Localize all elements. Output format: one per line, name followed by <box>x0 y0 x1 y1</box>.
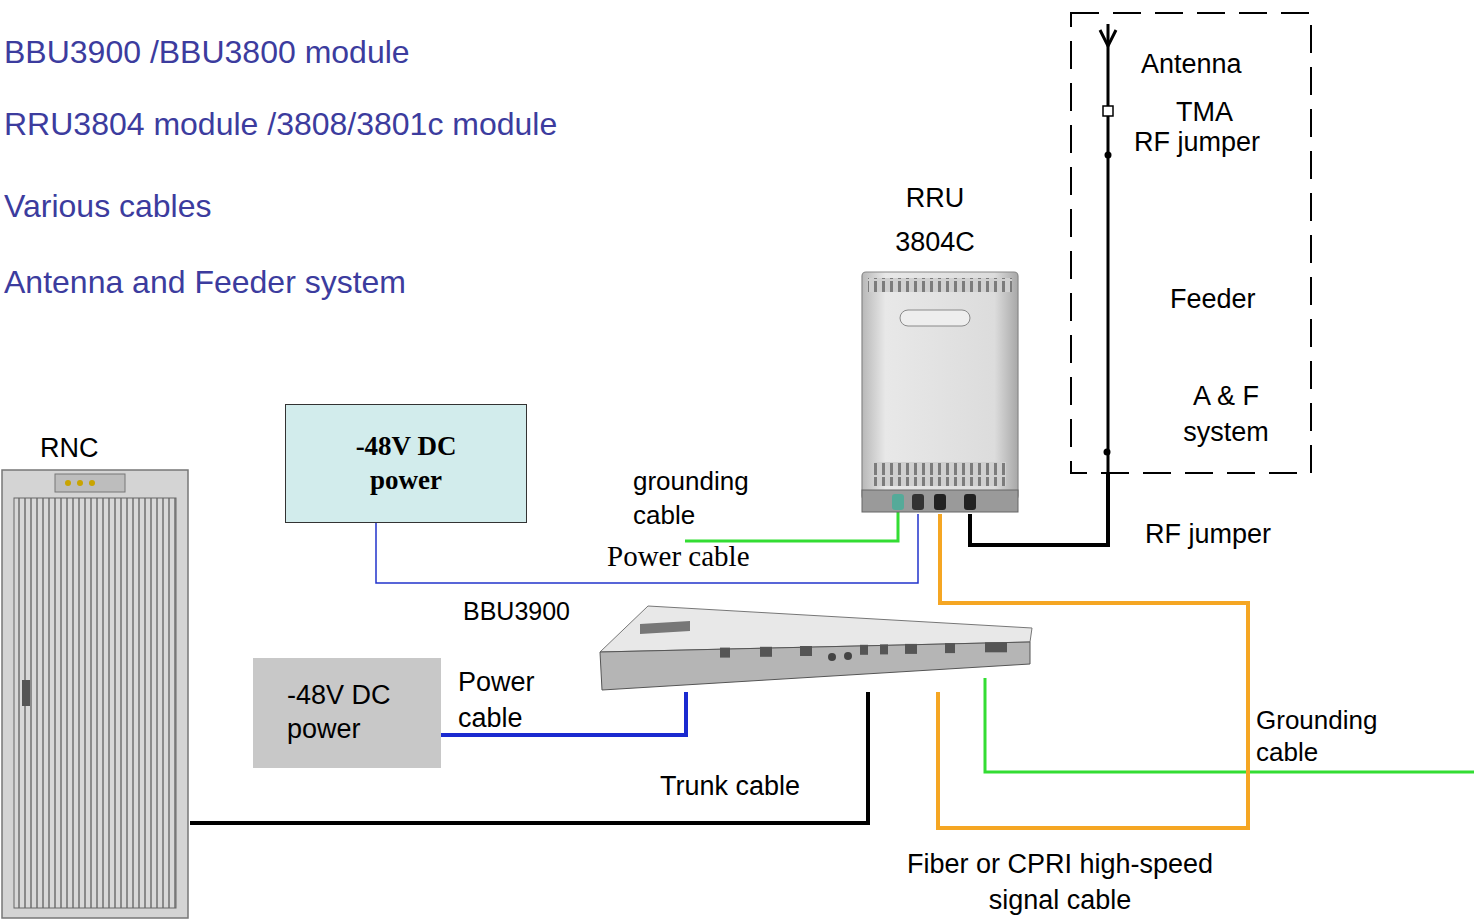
node-label: -48V DC power <box>287 679 407 747</box>
rru-vent <box>868 278 1012 292</box>
rru-bottom-plate <box>862 490 1018 512</box>
led <box>77 480 83 486</box>
node-label: A & F system <box>1166 378 1286 450</box>
joint-dot <box>1105 152 1112 159</box>
cabinet-handle <box>22 680 30 706</box>
cable-label: Trunk cable <box>660 770 800 804</box>
node-label: Feeder <box>1170 283 1256 317</box>
bbu-port <box>720 648 730 658</box>
cabinet-door <box>14 498 176 908</box>
dashed-boundary <box>1071 13 1311 473</box>
rru-connector <box>934 494 946 510</box>
rru-handle <box>900 310 970 326</box>
node-label: Antenna <box>1141 48 1242 82</box>
rru-vent <box>874 462 1006 486</box>
node-label: RF jumper <box>1134 126 1260 160</box>
list-item: BBU3900 /BBU3800 module <box>4 32 410 72</box>
rru-body <box>862 272 1018 500</box>
led <box>89 480 95 486</box>
wire-label: grounding cable <box>633 464 783 532</box>
cable-label: Fiber or CPRI high-speed signal cable <box>880 846 1240 918</box>
bbu-front <box>600 642 1030 690</box>
bbu-unit: BBU3900 <box>460 596 1035 692</box>
rru-unit-illustration <box>855 176 1025 514</box>
tma-symbol <box>1103 106 1113 116</box>
list-item: Antenna and Feeder system <box>4 262 406 302</box>
rnc-cabinet: RNC <box>0 430 190 920</box>
node-label: BBU3900 <box>463 596 570 627</box>
bbu-port <box>880 644 888 654</box>
led <box>65 480 71 486</box>
illustration-group <box>2 470 188 918</box>
illustration-group <box>1071 13 1311 474</box>
cable-label: Power cable <box>607 538 750 574</box>
rru-unit: RRU 3804C <box>855 176 1025 514</box>
node-label: TMA <box>1176 96 1233 130</box>
bbu-port <box>760 647 772 657</box>
cabinet-panel <box>55 474 125 492</box>
illustration-group <box>862 272 1018 512</box>
rru-connector <box>964 494 976 510</box>
antenna-symbol <box>1100 30 1116 46</box>
list-item: RRU3804 module /3808/3801c module <box>4 104 557 144</box>
feeder-line <box>1107 24 1110 474</box>
power-supply-box: -48V DC power <box>285 404 527 523</box>
bbu-port <box>945 643 955 653</box>
joint-dot <box>1104 449 1111 456</box>
bbu-port <box>828 653 836 661</box>
cable-label: Power cable <box>458 664 558 736</box>
bbu-port <box>800 646 812 656</box>
bbu-port <box>640 621 690 634</box>
list-item: Various cables <box>4 186 212 226</box>
node-label: -48V DC power <box>331 430 481 498</box>
grounding-wire <box>985 678 1474 772</box>
bbu-port <box>985 642 1007 652</box>
node-label: RRU 3804C <box>880 176 990 264</box>
rnc-cabinet-illustration <box>0 430 190 920</box>
rru-connector <box>912 494 924 510</box>
node-label: RNC <box>40 432 99 466</box>
antenna-feeder-system: AntennaTMARF jumperFeeder A & F system <box>1070 12 1312 474</box>
bbu-port <box>860 645 868 655</box>
power-supply-box: -48V DC power <box>253 658 441 768</box>
illustration-group <box>600 606 1032 690</box>
cabinet-body <box>2 470 188 918</box>
cable <box>938 514 1248 828</box>
antenna-feeder-system-illustration <box>1070 12 1312 474</box>
bbu-port <box>905 644 917 654</box>
rru-connector <box>892 494 904 510</box>
wire-label: Grounding cable <box>1256 704 1421 768</box>
bbu-port <box>844 652 852 660</box>
grounding-wire <box>685 512 898 541</box>
cable-label: RF jumper <box>1145 518 1271 552</box>
